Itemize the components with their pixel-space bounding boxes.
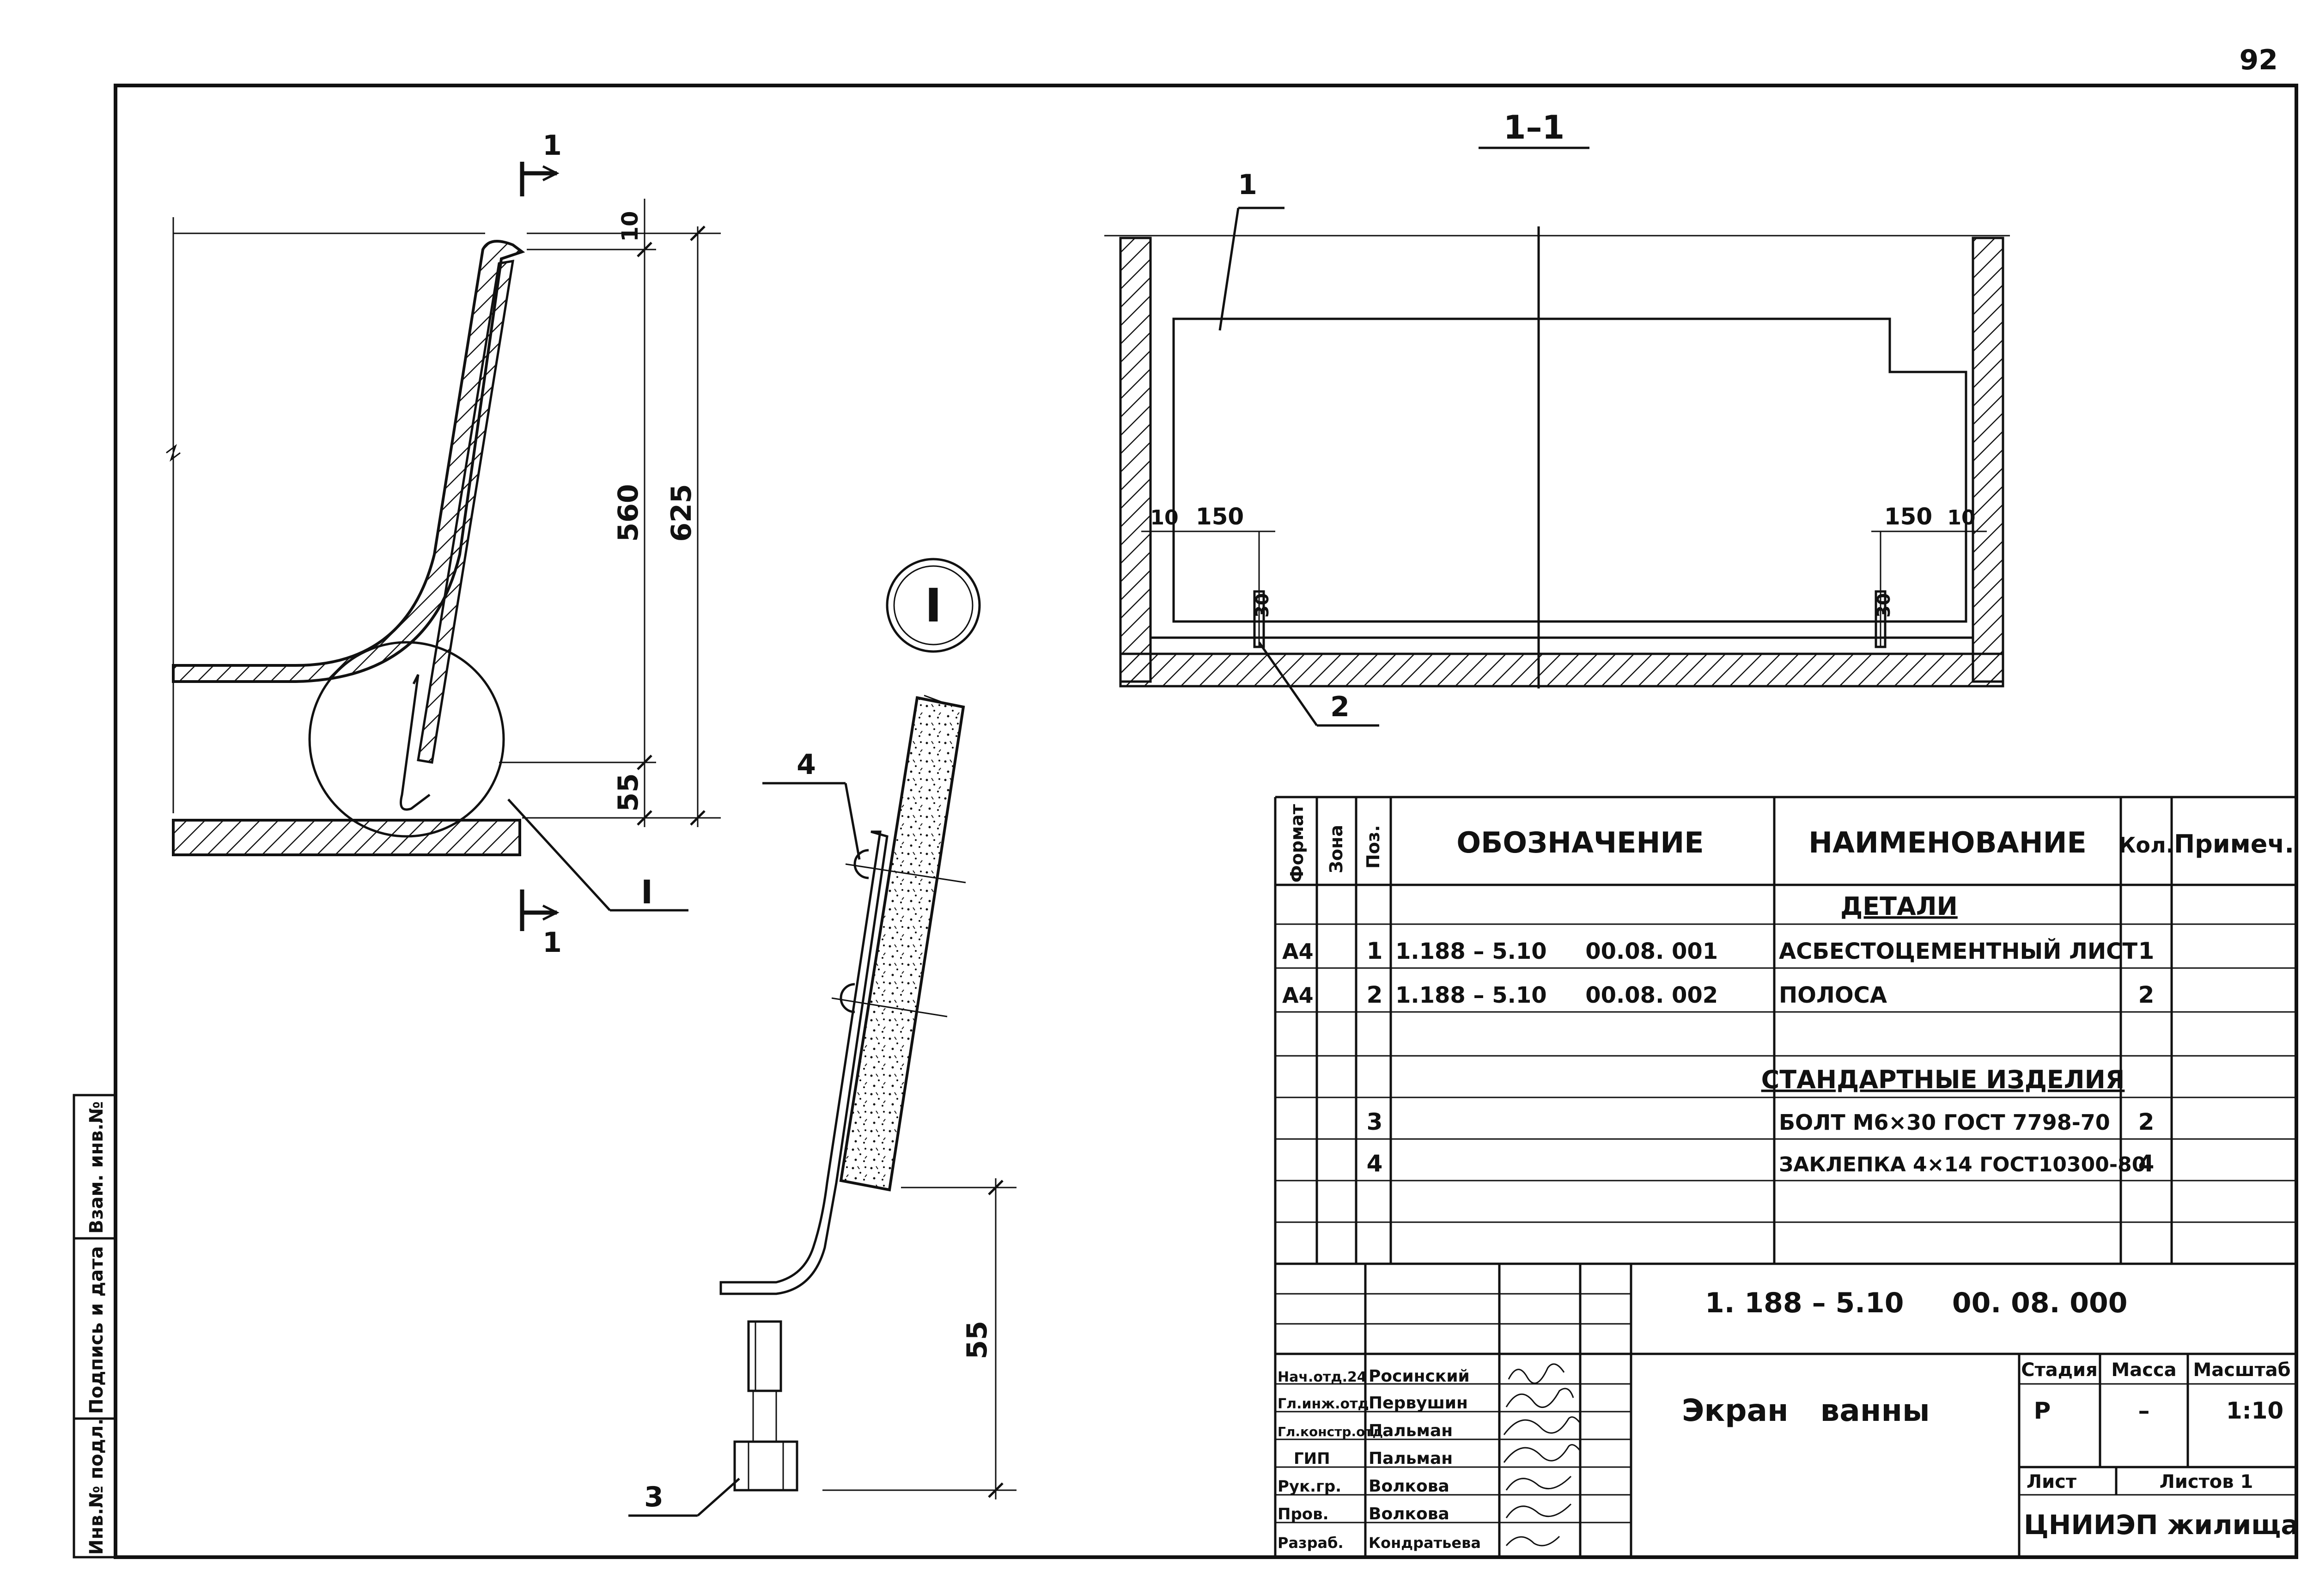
spec-section-details: ДЕТАЛИ	[1840, 892, 1958, 921]
person-3-name: Пальман	[1369, 1421, 1453, 1440]
spec-header-name: НАИМЕНОВАНИЕ	[1808, 826, 2087, 859]
section-panel	[1172, 317, 1967, 623]
person-5-role: Рук.гр.	[1278, 1477, 1341, 1496]
node-callout-label: I	[641, 873, 653, 911]
side-stamp-inv-orig: Инв.№ подл.	[86, 1418, 107, 1555]
section-callout-1: 1	[1238, 169, 1257, 201]
spec-row-3-name: БОЛТ М6×30 ГОСТ 7798-70	[1779, 1110, 2110, 1135]
side-stamp: Взам. инв.№ Подпись и дата Инв.№ подл.	[73, 1094, 117, 1559]
scale-value: 1:10	[2226, 1397, 2283, 1424]
detail-callout-3: 3	[644, 1481, 664, 1513]
person-1-role: Нач.отд.24	[1278, 1369, 1367, 1385]
spec-row-2-name: ПОЛОСА	[1779, 982, 1887, 1008]
left-view: I 1 1 10 560 625 55	[166, 129, 721, 959]
section-label: 1–1	[1504, 109, 1564, 146]
node-mark: I	[886, 558, 981, 653]
spec-row-1-format: А4	[1282, 939, 1314, 964]
section-callout-2: 2	[1330, 691, 1350, 723]
organization: ЦНИИЭП жилища	[2024, 1509, 2299, 1541]
spec-row-1-pos: 1	[1367, 938, 1383, 964]
page-number: 92	[2240, 44, 2278, 76]
drawing-title: Экран ванны	[1682, 1393, 1930, 1428]
dim-bottom: 55	[612, 773, 645, 812]
spec-row-4-qty: 4	[2138, 1150, 2155, 1177]
bathtub-wall	[172, 240, 525, 683]
section-dim-right-vert: 30	[1874, 593, 1894, 618]
spec-row-1-qty: 1	[2138, 938, 2155, 964]
person-4-name: Пальман	[1369, 1449, 1453, 1468]
section-floor	[1119, 652, 2004, 688]
section-wall-left	[1119, 237, 1152, 683]
dim-middle: 560	[612, 484, 645, 542]
person-1-name: Росинский	[1369, 1367, 1470, 1386]
side-stamp-inv-repl: Взам. инв.№	[86, 1101, 107, 1234]
person-6-name: Волкова	[1369, 1505, 1449, 1523]
mass-label: Масса	[2111, 1359, 2176, 1381]
section-dim-left-small: 10	[1150, 506, 1178, 530]
mass-value: –	[2138, 1397, 2150, 1424]
person-4-role: ГИП	[1294, 1450, 1330, 1468]
person-7-name: Кондратьева	[1369, 1534, 1481, 1552]
section-dim-right-small: 10	[1947, 506, 1975, 530]
scale-label: Масштаб	[2193, 1359, 2290, 1381]
spec-header-designation: ОБОЗНАЧЕНИЕ	[1456, 826, 1704, 859]
spec-row-4-name: ЗАКЛЕПКА 4×14 ГОСТ10300-80	[1779, 1153, 2146, 1176]
section-wall-right	[1972, 237, 2004, 683]
node-mark-label: I	[925, 579, 942, 633]
spec-header-qty: Кол.	[2118, 833, 2174, 858]
side-stamp-sign-date: Подпись и дата	[86, 1246, 107, 1414]
dim-total: 625	[665, 484, 698, 542]
section-mark-bottom: 1	[542, 926, 562, 959]
spec-row-2-qty: 2	[2138, 981, 2155, 1008]
detail-sheet	[839, 696, 965, 1192]
section-dim-left-vert: 30	[1252, 593, 1272, 618]
person-7-role: Разраб.	[1278, 1534, 1344, 1552]
sheet-frame	[114, 84, 2298, 1559]
detail-callout-4: 4	[797, 749, 816, 781]
person-6-role: Пров.	[1278, 1505, 1329, 1523]
stage-value: Р	[2034, 1397, 2051, 1424]
screen-sheet	[417, 259, 515, 764]
sheets-label: Листов 1	[2160, 1471, 2253, 1492]
person-3-role: Гл.констр.отд.	[1278, 1424, 1388, 1439]
dim-top: 10	[617, 211, 643, 242]
spec-header-zone: Зона	[1326, 825, 1346, 873]
floor-slab	[172, 819, 521, 856]
spec-table: Формат Зона Поз. ОБОЗНАЧЕНИЕ НАИМЕНОВАНИ…	[1274, 796, 2296, 1557]
section-dim-left: 150	[1196, 503, 1244, 530]
person-5-name: Волкова	[1369, 1477, 1449, 1496]
spec-row-1-designation: 1.188 – 5.10 00.08. 001	[1395, 938, 1718, 964]
spec-row-4-pos: 4	[1367, 1150, 1383, 1177]
spec-row-2-format: А4	[1282, 983, 1314, 1008]
person-2-name: Первушин	[1369, 1394, 1468, 1413]
detail-view: 4 3 55	[628, 694, 1017, 1517]
person-2-role: Гл.инж.отд.	[1278, 1396, 1374, 1412]
stage-label: Стадия	[2021, 1359, 2098, 1381]
spec-row-3-qty: 2	[2138, 1109, 2155, 1135]
spec-header-format: Формат	[1287, 804, 1307, 883]
sheet-label: Лист	[2027, 1471, 2077, 1492]
title-block: 1. 188 – 5.10 00. 08. 000 Экран ванны Ст…	[1275, 1264, 2299, 1557]
signatures	[1503, 1363, 1581, 1547]
spec-row-3-pos: 3	[1367, 1109, 1383, 1135]
spec-header-pos: Поз.	[1363, 825, 1383, 869]
section-dim-right: 150	[1884, 503, 1932, 530]
spec-section-standard: СТАНДАРТНЫЕ ИЗДЕЛИЯ	[1761, 1065, 2125, 1094]
doc-code: 1. 188 – 5.10 00. 08. 000	[1705, 1287, 2128, 1319]
node-circle	[308, 641, 505, 838]
spec-row-1-name: АСБЕСТОЦЕМЕНТНЫЙ ЛИСТ	[1779, 938, 2137, 964]
section-mark-top: 1	[542, 129, 562, 162]
spec-header-note: Примеч.	[2174, 829, 2294, 859]
spec-row-2-designation: 1.188 – 5.10 00.08. 002	[1395, 982, 1718, 1008]
section-view: 1–1 1 2 10 150 150 10 30 30	[1104, 109, 2010, 727]
detail-dim-55: 55	[961, 1321, 993, 1359]
spec-row-2-pos: 2	[1367, 981, 1383, 1008]
